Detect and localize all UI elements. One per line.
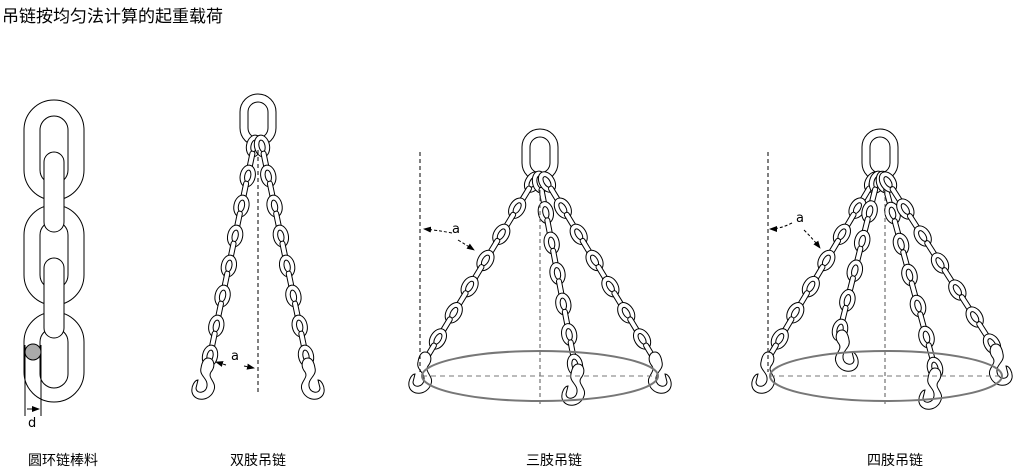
chain-link <box>214 284 231 308</box>
chain-link-edge <box>43 151 65 233</box>
guide-lines <box>257 150 886 405</box>
chain-leg <box>831 170 886 342</box>
hook-icon <box>988 343 1013 386</box>
hook-icon <box>647 351 672 394</box>
page-title: 吊链按均匀法计算的起重载荷 <box>2 7 223 27</box>
chain-link <box>23 311 85 403</box>
caption-four-leg: 四肢吊链 <box>867 453 923 469</box>
chain-leg <box>537 171 657 362</box>
load-ellipse-four-leg <box>769 350 1003 402</box>
angle-label-four-leg: a <box>796 211 804 226</box>
dimension-d <box>24 345 42 416</box>
chain-leg <box>253 134 315 368</box>
chain-link <box>208 314 225 338</box>
angle-label-two-leg: a <box>231 349 239 364</box>
hook-icon <box>834 329 859 372</box>
chain-leg <box>765 171 883 362</box>
chain-link <box>239 164 256 188</box>
bar-stock-chain <box>23 99 85 403</box>
hook-icon <box>918 367 943 410</box>
hook-icon <box>191 357 216 400</box>
chain-link <box>909 294 927 318</box>
chain-leg <box>878 171 1002 355</box>
cross-section-dot <box>24 343 42 361</box>
hook-icon <box>300 357 325 400</box>
chain-link <box>291 314 308 338</box>
caption-three-leg: 三肢吊链 <box>526 453 582 469</box>
chain-link <box>537 201 554 224</box>
load-ellipses <box>421 350 1003 402</box>
chain-link-edge <box>43 257 65 339</box>
hook-icon <box>751 351 776 394</box>
caption-bar-stock: 圆环链棒料 <box>28 453 98 469</box>
dimension-label-d: d <box>28 416 36 431</box>
chain-link <box>839 289 856 312</box>
chain-leg <box>201 134 263 368</box>
caption-two-leg: 双肢吊链 <box>230 453 286 469</box>
chain-link <box>601 275 620 298</box>
chain-leg <box>423 171 543 362</box>
chain-link <box>285 284 302 308</box>
chain-link <box>266 194 283 218</box>
angle-label-three-leg: a <box>452 222 460 237</box>
chain-link <box>555 292 572 316</box>
angle-arrows <box>215 222 821 370</box>
master-ring <box>239 93 277 147</box>
chain-link <box>892 232 910 256</box>
